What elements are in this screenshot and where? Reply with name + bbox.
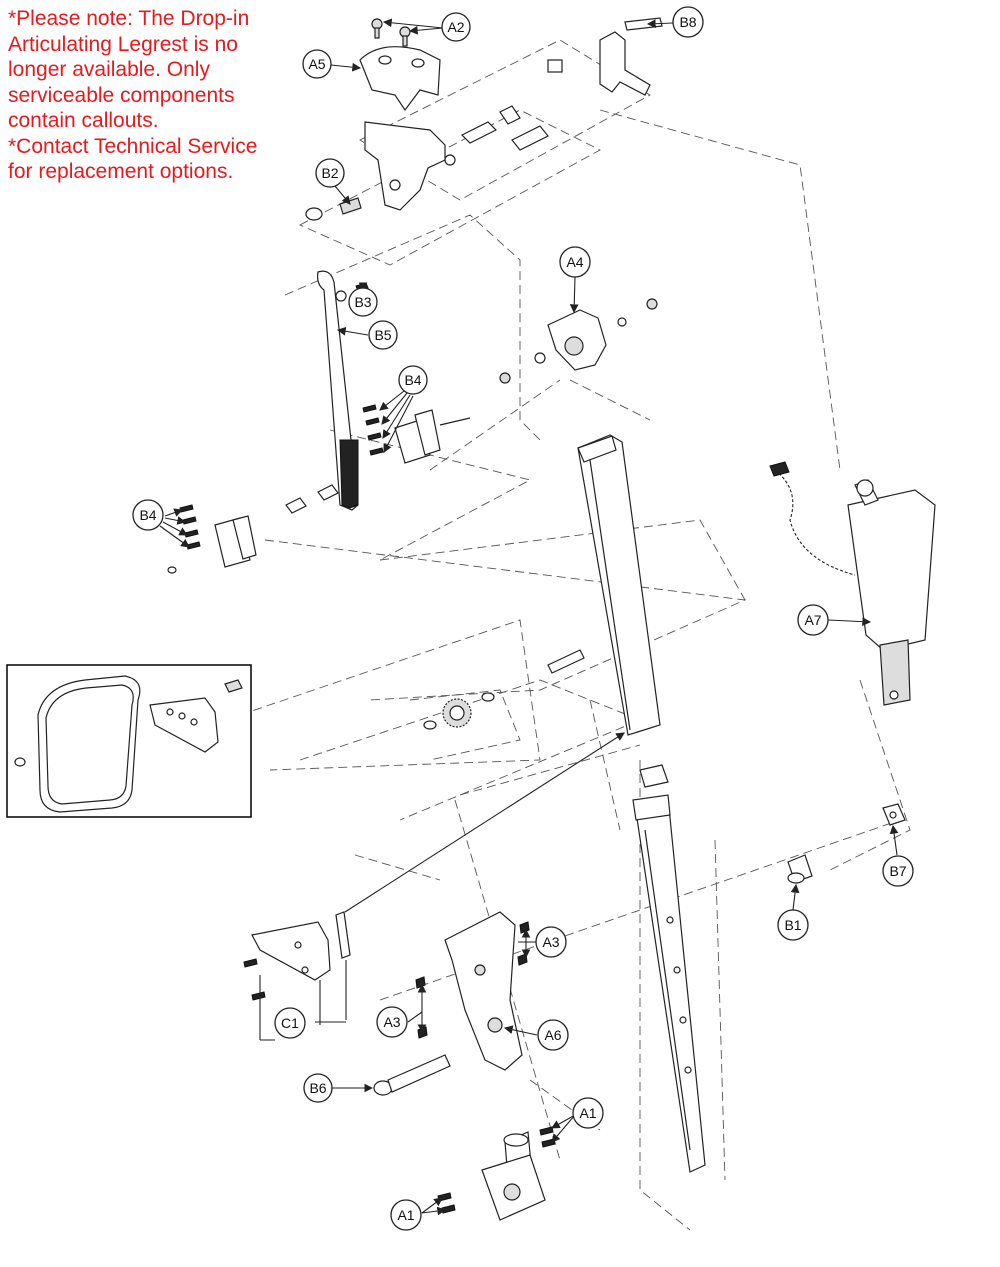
b1-bushing	[787, 854, 813, 884]
inset-footplate-view	[6, 664, 252, 818]
note-line-3: longer available. Only	[8, 58, 210, 81]
callout-b3: B3	[348, 287, 378, 317]
upper-hinge-bracket	[305, 105, 549, 221]
callout-a1-upper: A1	[572, 1097, 604, 1129]
callout-b5: B5	[368, 320, 398, 350]
a6-plate	[415, 911, 530, 1071]
svg-text:A4: A4	[566, 254, 583, 270]
callout-a3-right: A3	[535, 926, 567, 958]
leader-lines	[159, 18, 899, 1216]
svg-text:A3: A3	[542, 934, 559, 950]
callout-a4: A4	[559, 246, 591, 278]
b4-screws-upper	[362, 404, 471, 464]
svg-text:B6: B6	[309, 1080, 326, 1096]
callout-b7: B7	[882, 855, 914, 887]
callout-b6: B6	[303, 1073, 333, 1103]
note-line-5: contain callouts.	[8, 109, 159, 132]
callout-a2: A2	[441, 12, 471, 42]
callout-b1: B1	[777, 909, 809, 941]
svg-text:B3: B3	[354, 294, 371, 310]
svg-text:B4: B4	[139, 507, 156, 523]
gear-assembly	[423, 649, 585, 730]
b8-bracket	[547, 17, 663, 96]
svg-text:A7: A7	[804, 612, 821, 628]
mounting-clamp	[437, 1126, 556, 1221]
svg-text:A5: A5	[308, 56, 325, 72]
callout-b2: B2	[315, 158, 345, 188]
svg-text:B1: B1	[784, 917, 801, 933]
svg-text:A1: A1	[579, 1105, 596, 1121]
callout-a5: A5	[302, 49, 332, 79]
callout-b4-upper: B4	[398, 365, 428, 395]
lower-leg-extension	[632, 764, 706, 1173]
svg-text:B8: B8	[679, 14, 696, 30]
availability-note: *Please note: The Drop-in Articulating L…	[8, 6, 298, 185]
c1-hinge-parts	[243, 911, 351, 1001]
note-line-4: serviceable components	[8, 83, 235, 107]
callout-a3-left: A3	[376, 1006, 408, 1038]
note-line-1: *Please note: The Drop-in	[8, 7, 250, 30]
svg-text:B4: B4	[404, 372, 421, 388]
svg-text:A6: A6	[544, 1027, 561, 1043]
svg-text:B7: B7	[889, 863, 906, 879]
svg-text:A3: A3	[383, 1014, 400, 1030]
callout-c1: C1	[274, 1007, 306, 1039]
note-line-7: for replacement options.	[8, 160, 234, 183]
callout-b8: B8	[672, 6, 704, 38]
callout-a7: A7	[797, 604, 829, 636]
a7-actuator	[769, 461, 936, 706]
svg-text:C1: C1	[281, 1015, 299, 1031]
callout-b4-left: B4	[132, 499, 164, 531]
svg-text:A1: A1	[397, 1207, 414, 1223]
a4-pivot-block	[499, 298, 658, 384]
svg-text:B5: B5	[374, 327, 391, 343]
a5-cover	[359, 18, 441, 112]
callout-a1-lower: A1	[390, 1199, 422, 1231]
center-leg-tube	[577, 434, 661, 736]
note-line-6: *Contact Technical Service	[8, 134, 258, 158]
svg-text:B2: B2	[321, 165, 338, 181]
b7-clip	[882, 803, 906, 826]
b6-bolt	[373, 1054, 451, 1096]
b4-screws-left	[167, 484, 339, 574]
svg-text:A2: A2	[447, 19, 464, 35]
callout-a6: A6	[537, 1019, 569, 1051]
note-line-2: Articulating Legrest is no	[8, 32, 238, 56]
